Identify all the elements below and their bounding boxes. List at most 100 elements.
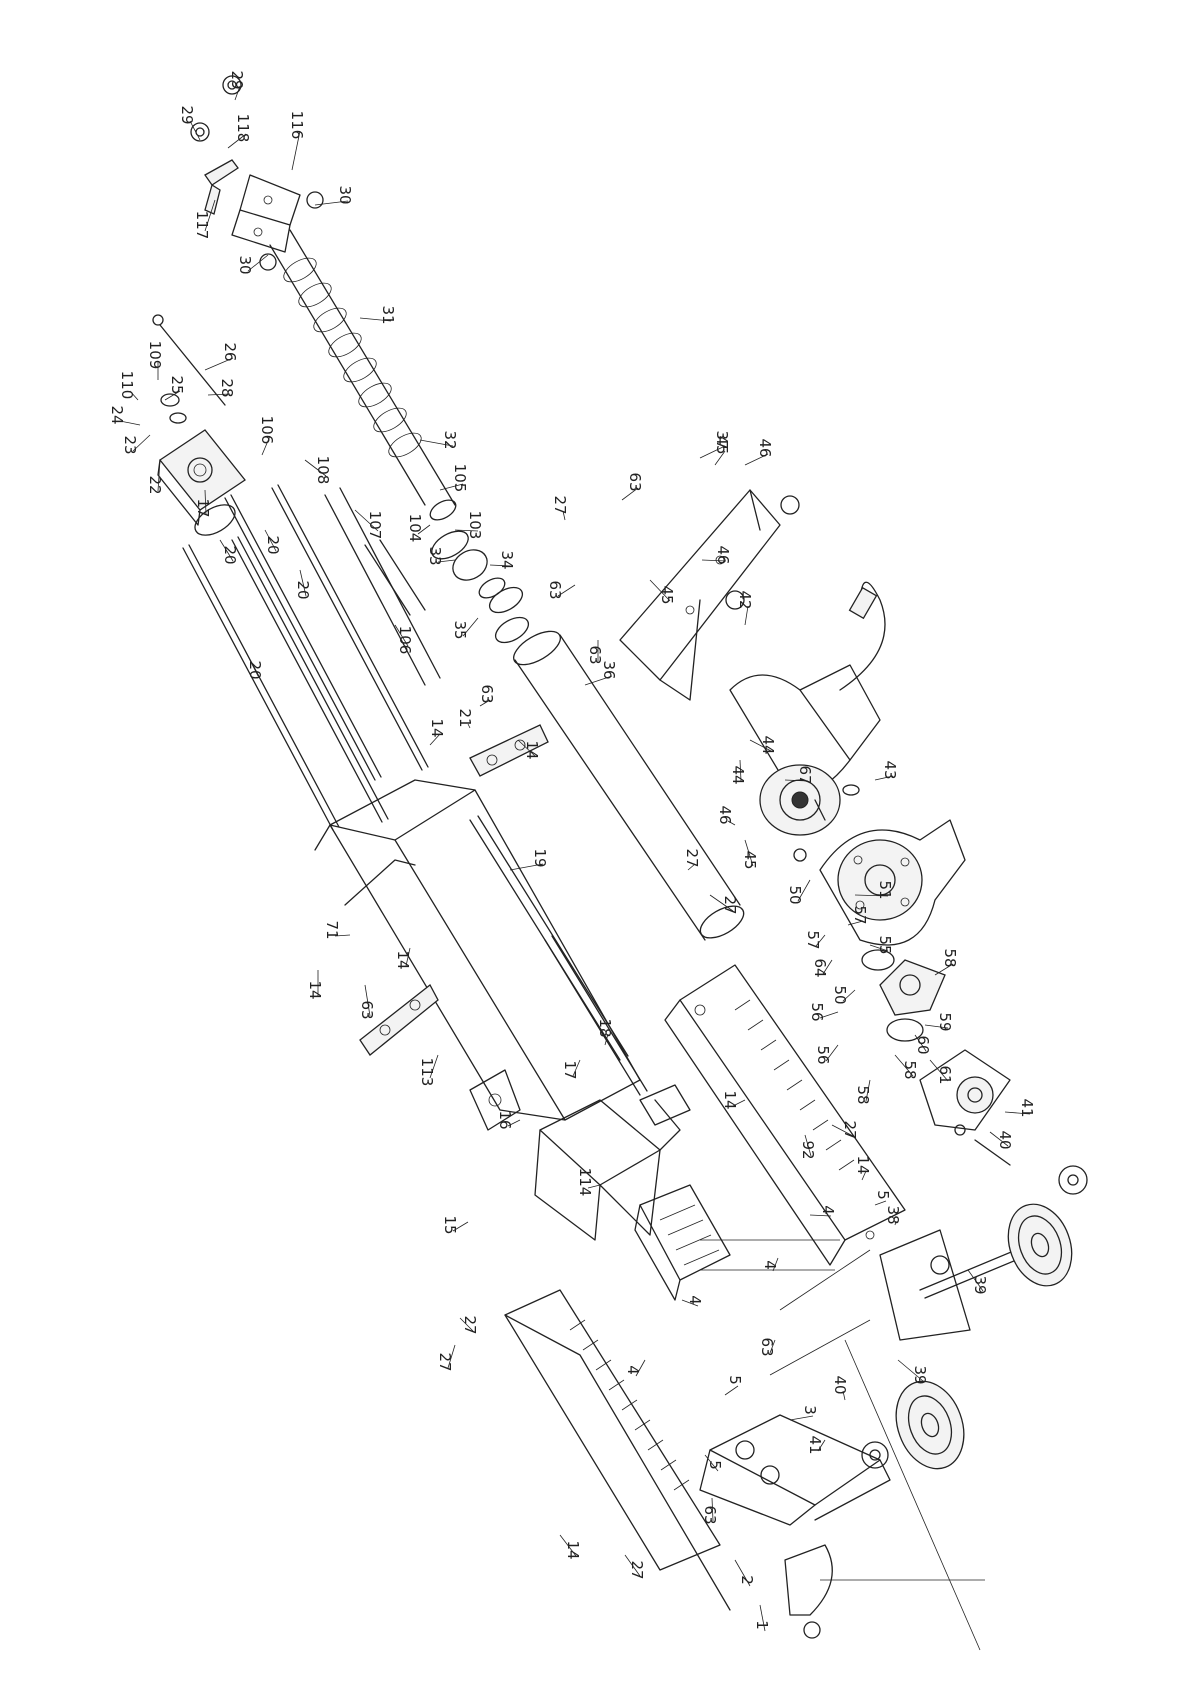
leader-line [874,775,894,781]
leader-line [825,1044,839,1062]
leader-line [897,1359,924,1382]
part-number-label: 14 [854,1155,872,1174]
leader-line [769,1339,776,1354]
leader-line [314,200,349,206]
leader-line [354,509,379,532]
leader-line [624,1554,641,1577]
part-number-label: 37 [713,430,731,449]
part-number-label: 21 [456,708,474,727]
part-number-label: 60 [914,1035,932,1054]
leader-line [405,947,411,967]
part-number-label: 46 [756,438,774,457]
leader-line [419,439,454,447]
leader-line [734,1559,751,1587]
leader-line [204,357,234,371]
part-number-label: 31 [379,305,397,324]
leader-line [874,1200,887,1206]
leader-line [739,759,742,782]
leader-line [831,1124,854,1137]
part-number-label: 59 [936,1012,954,1031]
leader-line [711,1497,714,1522]
part-number-label: 41 [1018,1098,1036,1117]
leader-line [462,617,479,637]
leader-line [264,529,277,552]
part-number-label: 106 [396,626,414,655]
leader-line [635,1359,646,1377]
leader-line [439,483,464,491]
leader-line [699,445,726,459]
part-number-label: 44 [759,735,777,754]
leader-line [394,624,409,647]
part-number-label: 63 [358,1000,376,1019]
leader-line [204,199,216,232]
leader-line [584,675,613,686]
leader-line [334,934,351,937]
leader-line [809,1214,832,1217]
leader-line [709,894,734,912]
leader-line [714,450,726,466]
leader-line [854,894,889,897]
screw-flights [283,257,422,458]
part-number-label: 4 [686,1295,704,1305]
part-number-label: 42 [736,590,754,609]
front-cover [784,1544,833,1639]
leader-line [207,393,231,396]
leader-line [989,1131,1009,1147]
part-number-label: 4 [761,1260,779,1270]
leader-line [562,510,566,521]
part-number-label: 67 [796,765,814,784]
leader-line [452,1221,469,1232]
assembly-lines [700,1239,985,1651]
part-number-label: 46 [716,805,734,824]
leader-line [744,605,749,626]
leader-line [517,739,536,757]
part-number-label: 117 [193,211,211,240]
leader-line [869,944,889,952]
leader-line [291,130,301,171]
leader-line [447,1344,456,1369]
leader-line [822,959,833,975]
leader-line [247,254,269,272]
leader-line [687,863,696,871]
part-number-label: 63 [701,1505,719,1524]
part-number-label: 36 [600,660,618,679]
part-number-label: 18 [596,1018,614,1037]
leader-line [759,1604,766,1632]
part-number-label: 61 [936,1065,954,1084]
part-number-label: 58 [941,948,959,967]
part-number-label: 24 [108,405,126,424]
part-number-label: 57 [851,905,869,924]
guard-slots [734,999,855,1171]
leader-line [967,1269,984,1292]
leader-line [509,863,544,871]
motor-bracket [619,489,800,701]
cylinder-tube [513,630,745,941]
screw-shaft-assembly [190,75,530,644]
part-number-label: 3 [801,1405,819,1415]
part-number-label: 27 [721,895,739,914]
part-number-label: 58 [901,1060,919,1079]
leader-line [649,579,671,602]
leader-line [724,1385,739,1396]
part-number-label: 45 [658,585,676,604]
part-number-label: 56 [814,1045,832,1064]
part-number-label: 55 [876,935,894,954]
pad-18 [639,1084,691,1126]
part-number-label: 4 [624,1365,642,1375]
part-number-label: 113 [418,1058,436,1087]
part-number-label: 118 [234,114,252,143]
part-number-label: 63 [478,684,496,703]
leader-line [459,1317,474,1332]
part-number-label: 14 [721,1090,739,1109]
base-frame [699,1414,891,1526]
part-number-label: 30 [336,185,354,204]
leader-line [924,1024,949,1029]
leader-line [894,1220,897,1226]
end-cap-assembly [152,314,246,536]
part-number-label: 20 [221,545,239,564]
part-number-label: 56 [808,1002,826,1021]
leader-line [429,733,441,746]
part-number-label: 38 [884,1205,902,1224]
part-number-label: 26 [221,342,239,361]
leader-line [929,1059,949,1082]
